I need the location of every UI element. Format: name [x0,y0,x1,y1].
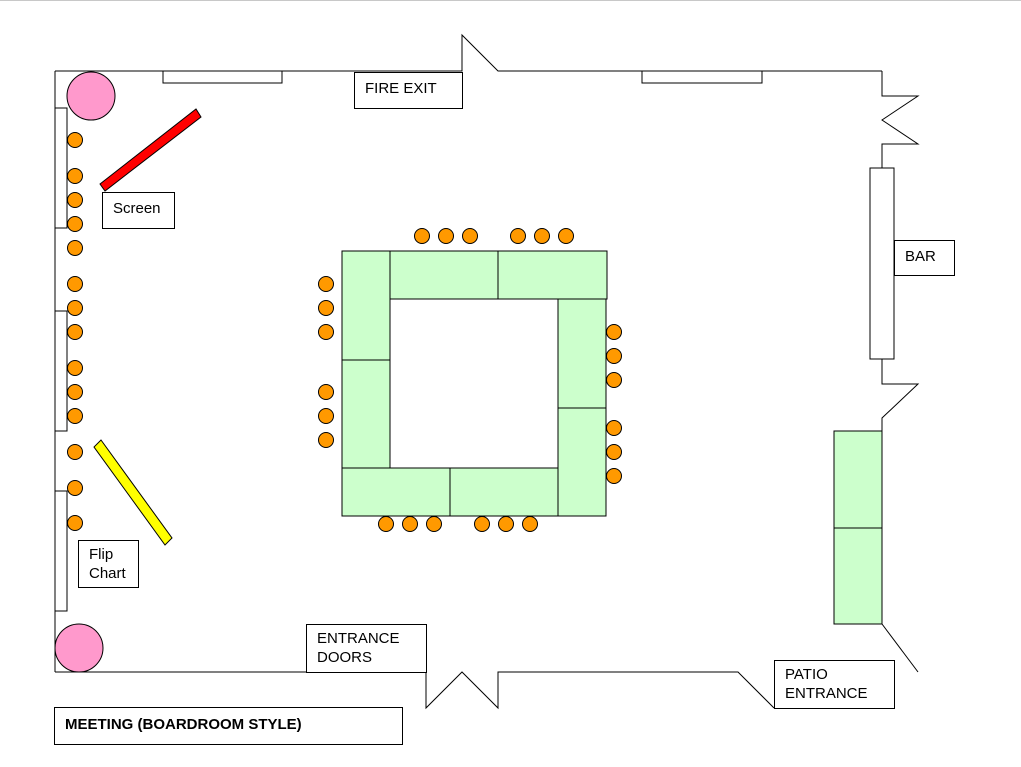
wall-panels [54,70,895,612]
table-chair [606,348,622,364]
wall-chair [67,300,83,316]
table-chair [378,516,394,532]
entrance-doors-label: ENTRANCE DOORS [306,624,427,673]
wall-chair [67,192,83,208]
diagram-title: MEETING (BOARDROOM STYLE) [54,707,403,745]
wall-chair [67,408,83,424]
bar-label: BAR [894,240,955,276]
table-chair [522,516,538,532]
boardroom-tables [341,250,883,625]
top-panel-left [162,70,283,84]
projection-screen [99,108,202,192]
flip-chart-stand [93,439,173,546]
table-chair [318,276,334,292]
table-chair [462,228,478,244]
table-chair [510,228,526,244]
screen-label: Screen [102,192,175,229]
table-chair [414,228,430,244]
table-chair [402,516,418,532]
fire-exit-label: FIRE EXIT [354,72,463,109]
wall-chair [67,480,83,496]
wall-chair [67,132,83,148]
table-chair [318,432,334,448]
wall-chair [67,384,83,400]
table-chair [606,420,622,436]
patio-entrance-label: PATIO ENTRANCE [774,660,895,709]
table-chair [606,324,622,340]
boardroom-table [341,359,391,469]
left-panel-top [54,107,68,229]
table-chair [318,384,334,400]
room-walls [54,33,920,710]
boardroom-table [449,467,559,517]
table-chair [426,516,442,532]
top-wall [55,33,882,72]
plant-bottom-left [54,623,104,673]
table-chair [318,324,334,340]
plant-top-left [66,71,116,121]
wall-chair [67,240,83,256]
plants [54,71,116,673]
boardroom-table [557,407,607,517]
flip-chart-label: Flip Chart [78,540,139,588]
table-chair [318,408,334,424]
wall-chair [67,276,83,292]
table-chair [558,228,574,244]
right-wall-lower [881,359,920,431]
wall-chair [67,216,83,232]
wall-chair [67,360,83,376]
table-chair [606,372,622,388]
page-top-border [0,0,1021,1]
bottom-wall [55,671,775,710]
table-chair [318,300,334,316]
table-chair [534,228,550,244]
left-panel-bottom [54,490,68,612]
wall-chair [67,444,83,460]
boardroom-table [557,298,607,409]
side-table [833,527,883,625]
wall-chair [67,168,83,184]
table-chair [606,444,622,460]
table-chair [438,228,454,244]
top-panel-right [641,70,763,84]
table-chair [606,468,622,484]
boardroom-table [497,250,608,300]
boardroom-table [389,250,499,300]
bar-counter [869,167,895,360]
right-wall [881,71,920,168]
wall-chair [67,324,83,340]
boardroom-table [341,250,391,361]
boardroom-table [341,467,451,517]
side-table [833,430,883,529]
patio-door-line [881,623,919,673]
left-panel-middle [54,310,68,432]
table-chair [474,516,490,532]
table-chair [498,516,514,532]
wall-chair [67,515,83,531]
chairs [67,132,622,532]
